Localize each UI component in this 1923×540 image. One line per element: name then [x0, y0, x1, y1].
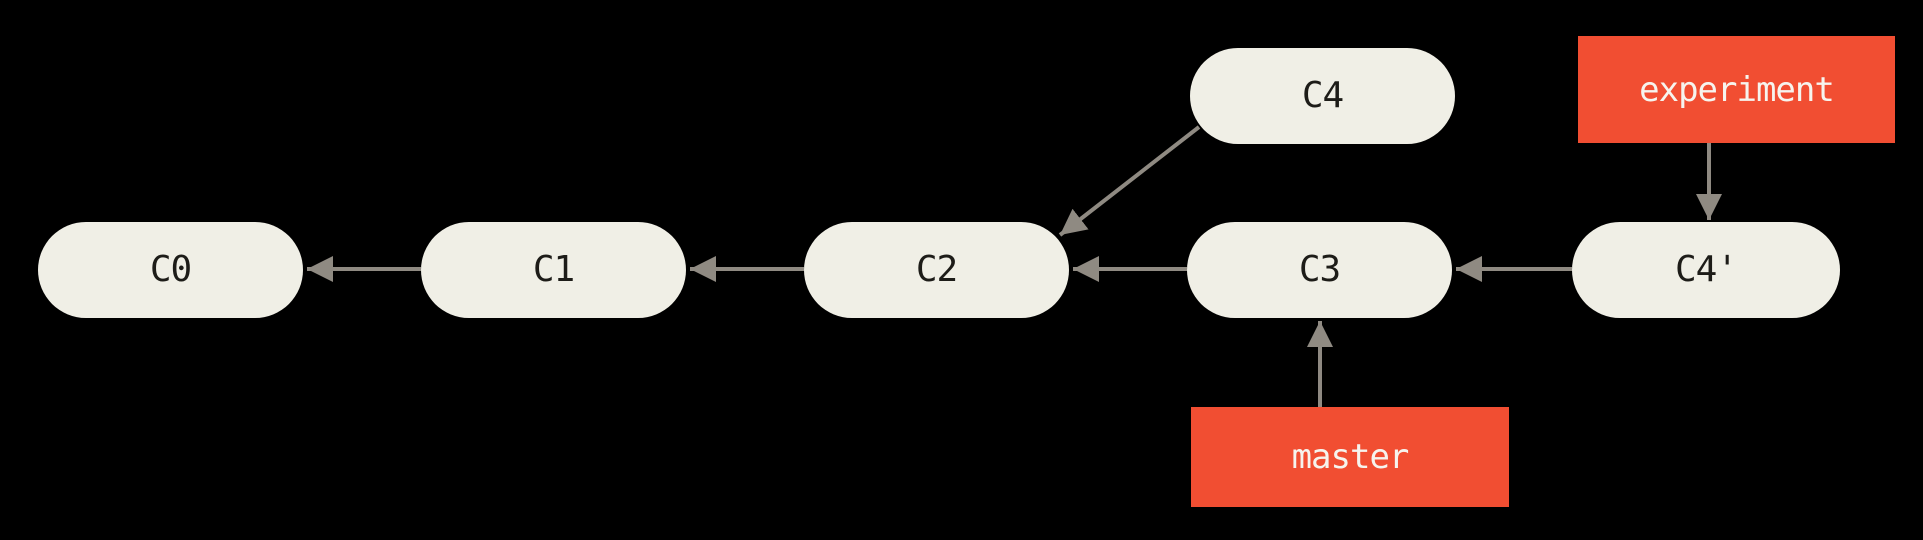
commit-label-c2: C2	[915, 249, 958, 290]
commit-label-c4-prime: C4'	[1674, 249, 1738, 290]
branch-label-experiment-text: experiment	[1639, 69, 1835, 110]
commit-label-c4: C4	[1301, 75, 1344, 116]
commit-label-c0: C0	[149, 249, 192, 290]
edge-c4-to-c2-arrow	[1058, 125, 1201, 237]
commit-node-c4: C4	[1190, 48, 1455, 144]
commit-node-c1: C1	[421, 222, 686, 318]
branch-label-master-text: master	[1291, 437, 1410, 477]
commit-node-c0: C0	[38, 222, 303, 318]
commit-node-c2: C2	[804, 222, 1069, 318]
commit-node-c3: C3	[1187, 222, 1452, 318]
branch-label-experiment: experiment	[1578, 36, 1895, 143]
commit-label-c1: C1	[532, 249, 575, 290]
commit-node-c4-prime: C4'	[1572, 222, 1840, 318]
branch-label-master: master	[1191, 407, 1509, 507]
commit-label-c3: C3	[1298, 249, 1341, 290]
